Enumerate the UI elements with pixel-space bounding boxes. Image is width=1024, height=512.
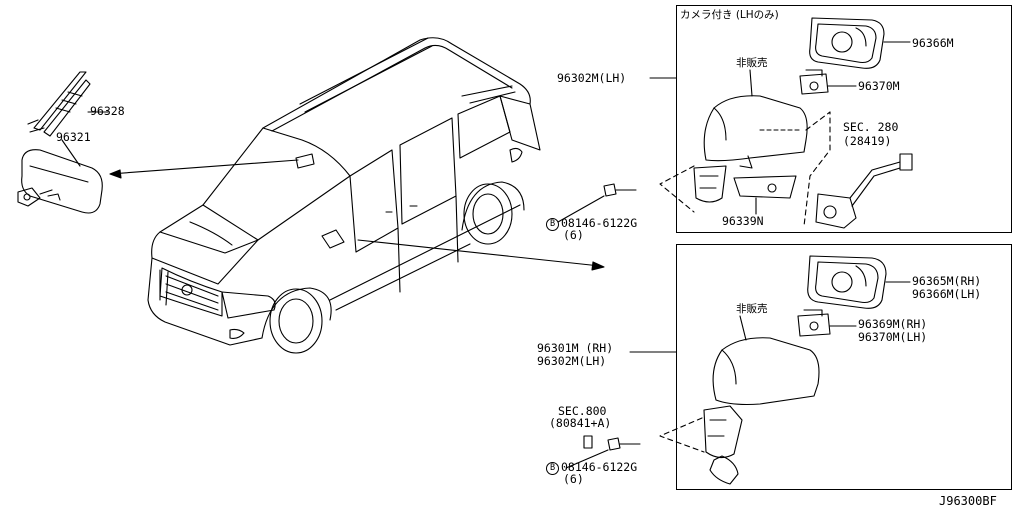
lower-door-mirror-icon [659, 255, 911, 485]
upper-glass-label: 96366M [912, 36, 954, 50]
lower-actuator-rh-label: 96369M(RH) [858, 317, 928, 331]
lower-actuator-lh-label: 96370M(LH) [858, 330, 928, 344]
bolt-icon [557, 183, 637, 223]
upper-assembly-label: 96302M(LH) [557, 71, 627, 85]
upper-not-sold-label: 非販売 [736, 57, 768, 69]
lower-glass-rh-label: 96365M(RH) [912, 274, 982, 288]
pointer-arrows [109, 159, 605, 271]
bolt-icon-lower [565, 435, 641, 469]
lower-assembly-rh-label: 96301M (RH) [537, 341, 614, 355]
car-outline-icon [147, 37, 541, 354]
bolt-marker: B [546, 218, 559, 231]
lower-sec-ref-sub-label: (80841+A) [549, 416, 612, 430]
rearview-stay-label: 96328 [90, 104, 125, 118]
lower-glass-lh-label: 96366M(LH) [912, 287, 982, 301]
lower-bolt-part: 08146-6122G [561, 460, 638, 474]
leader-lines [629, 69, 753, 353]
rear-view-mirror-icon [17, 71, 109, 214]
upper-sec-ref-label: SEC. 280 [843, 120, 899, 134]
upper-bolt-part: 08146-6122G [561, 216, 638, 230]
upper-sec-ref-sub-label: (28419) [843, 134, 892, 148]
lower-sec-ref-label: SEC.800 [558, 404, 607, 418]
lower-bolt-qty: (6) [563, 472, 584, 486]
rearview-mirror-label: 96321 [56, 130, 91, 144]
upper-actuator-label: 96370M [858, 79, 900, 93]
lower-assembly-lh-label: 96302M(LH) [537, 354, 607, 368]
camera-note-label: カメラ付き (LHのみ) [680, 9, 779, 21]
lower-not-sold-label: 非販売 [736, 303, 768, 315]
bolt-marker: B [546, 462, 559, 475]
diagram-code: J96300BF [939, 494, 997, 508]
lower-section-box [676, 244, 1012, 490]
upper-bolt-qty: (6) [563, 228, 584, 242]
upper-cover-label: 96339N [722, 214, 764, 228]
upper-section-box [676, 5, 1012, 233]
upper-door-mirror-icon [659, 17, 913, 229]
